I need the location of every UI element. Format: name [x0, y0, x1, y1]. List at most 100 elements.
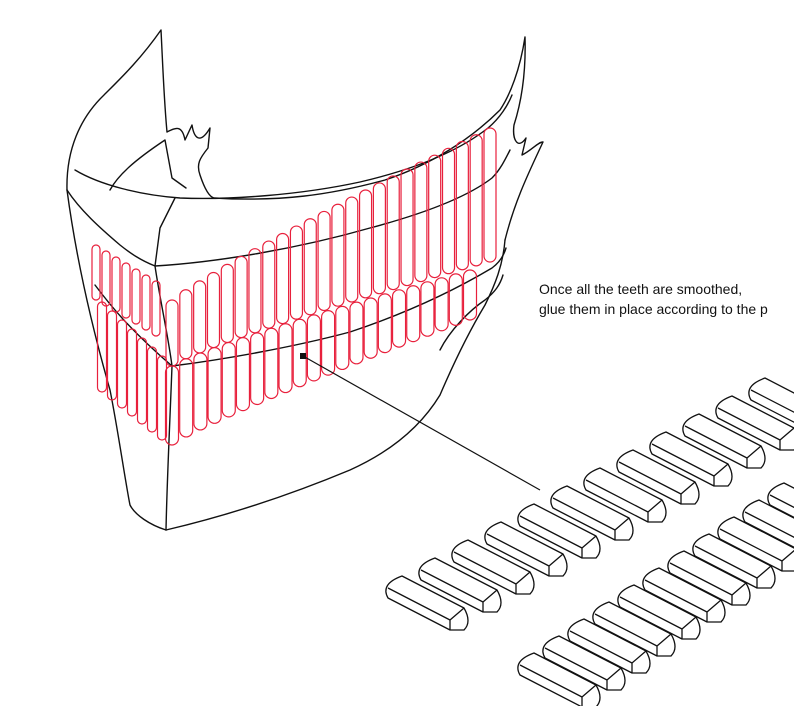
- lower-tooth: [207, 347, 222, 424]
- mask-lower-jaw: [165, 239, 506, 531]
- loose-tooth-piece: [767, 482, 794, 519]
- side-lower-tooth: [146, 346, 158, 433]
- side-lower-tooth: [136, 337, 148, 425]
- upper-tooth: [262, 240, 276, 329]
- mask-right-cheek: [439, 274, 504, 351]
- upper-tooth: [276, 232, 290, 325]
- lower-tooth: [250, 332, 265, 406]
- upper-tooth: [483, 127, 497, 263]
- loose-tooth-piece: [692, 533, 776, 589]
- upper-tooth: [455, 140, 469, 271]
- side-lower-tooth: [96, 301, 108, 393]
- upper-tooth: [400, 168, 414, 287]
- lower-tooth: [235, 337, 251, 412]
- lower-tooth: [406, 285, 421, 343]
- lower-tooth: [292, 318, 307, 388]
- side-upper-tooth: [101, 250, 111, 307]
- loose-tooth-piece: [550, 485, 634, 541]
- side-lower-tooth: [116, 319, 128, 409]
- loose-tooth-piece: [642, 567, 726, 623]
- upper-tooth: [165, 299, 179, 367]
- lower-tooth: [179, 358, 194, 438]
- loose-tooth-piece: [682, 413, 766, 469]
- mask-mouth-line: [94, 247, 507, 367]
- mask-upper-inner-curve: [74, 94, 513, 200]
- loose-tooth-piece: [451, 539, 535, 595]
- loose-tooth-piece: [385, 575, 469, 631]
- loose-tooth-piece: [717, 516, 794, 572]
- loose-tooth-piece: [592, 601, 676, 657]
- instruction-line-2: glue them in place according to the p: [539, 301, 768, 317]
- lower-tooth: [363, 297, 378, 359]
- mask-upper-rim: [66, 149, 511, 267]
- side-lower-tooth: [106, 310, 118, 401]
- upper-tooth: [317, 210, 331, 312]
- loose-tooth-piece: [542, 635, 626, 691]
- lower-tooth: [221, 341, 236, 418]
- upper-tooth: [386, 175, 400, 291]
- upper-tooth: [345, 196, 359, 303]
- side-upper-tooth: [121, 262, 131, 319]
- upper-tooth: [193, 280, 207, 354]
- loose-tooth-piece: [517, 503, 601, 559]
- loose-tooth-piece: [583, 467, 667, 523]
- side-lower-tooth: [126, 328, 138, 417]
- loose-teeth-pieces: [385, 377, 794, 706]
- lower-tooth: [377, 293, 392, 354]
- side-upper-tooth: [131, 268, 141, 325]
- mask-fin-inner: [109, 139, 187, 191]
- lower-tooth: [448, 273, 463, 326]
- lower-tooth: [335, 305, 350, 371]
- side-upper-tooth: [111, 256, 121, 313]
- side-lower-tooth: [156, 355, 168, 441]
- instruction-note: Once all the teeth are smoothed, glue th…: [539, 279, 768, 319]
- upper-tooth: [469, 134, 483, 267]
- side-upper-tooth: [141, 274, 151, 331]
- mask-left-side: [66, 189, 167, 531]
- leader-line: [302, 355, 541, 491]
- loose-tooth-piece: [649, 431, 733, 487]
- upper-tooth: [248, 248, 262, 334]
- lower-tooth: [164, 365, 180, 446]
- lower-tooth: [193, 352, 208, 431]
- lower-tooth: [349, 301, 364, 365]
- lower-tooth: [320, 309, 336, 376]
- lower-tooth: [462, 269, 478, 321]
- square-marker-icon: [300, 353, 306, 359]
- upper-tooth: [414, 161, 428, 283]
- loose-tooth-piece: [715, 395, 794, 451]
- upper-tooth: [428, 154, 442, 279]
- loose-tooth-piece: [742, 499, 794, 549]
- upper-tooth: [220, 263, 234, 344]
- upper-tooth: [331, 203, 345, 307]
- loose-tooth-piece: [484, 521, 568, 577]
- side-upper-tooth: [91, 244, 101, 301]
- loose-tooth-piece: [617, 584, 701, 640]
- lower-tooth: [391, 289, 407, 348]
- instruction-line-1: Once all the teeth are smoothed,: [539, 281, 743, 297]
- mask-upper-silhouette: [66, 29, 544, 241]
- side-upper-tooth: [151, 280, 161, 337]
- upper-tooth: [179, 289, 193, 360]
- mask-jaw-outline: [66, 29, 544, 531]
- upper-tooth: [206, 271, 221, 349]
- lower-tooth: [434, 277, 449, 332]
- lower-tooth: [264, 327, 279, 400]
- upper-tooth: [358, 189, 373, 299]
- lower-tooth: [278, 323, 293, 394]
- upper-tooth: [234, 255, 248, 339]
- upper-tooth: [303, 218, 317, 316]
- loose-tooth-piece: [616, 449, 700, 505]
- loose-tooth-piece: [517, 652, 601, 706]
- loose-tooth-piece: [567, 618, 651, 674]
- loose-tooth-piece: [418, 557, 502, 613]
- upper-tooth: [289, 225, 304, 320]
- upper-tooth: [441, 147, 456, 275]
- lower-tooth: [420, 281, 435, 337]
- mask-fin-edge: [154, 197, 176, 267]
- upper-tooth: [372, 182, 386, 295]
- loose-tooth-piece: [748, 377, 794, 423]
- teeth-group: [91, 127, 497, 446]
- loose-tooth-piece: [667, 550, 751, 606]
